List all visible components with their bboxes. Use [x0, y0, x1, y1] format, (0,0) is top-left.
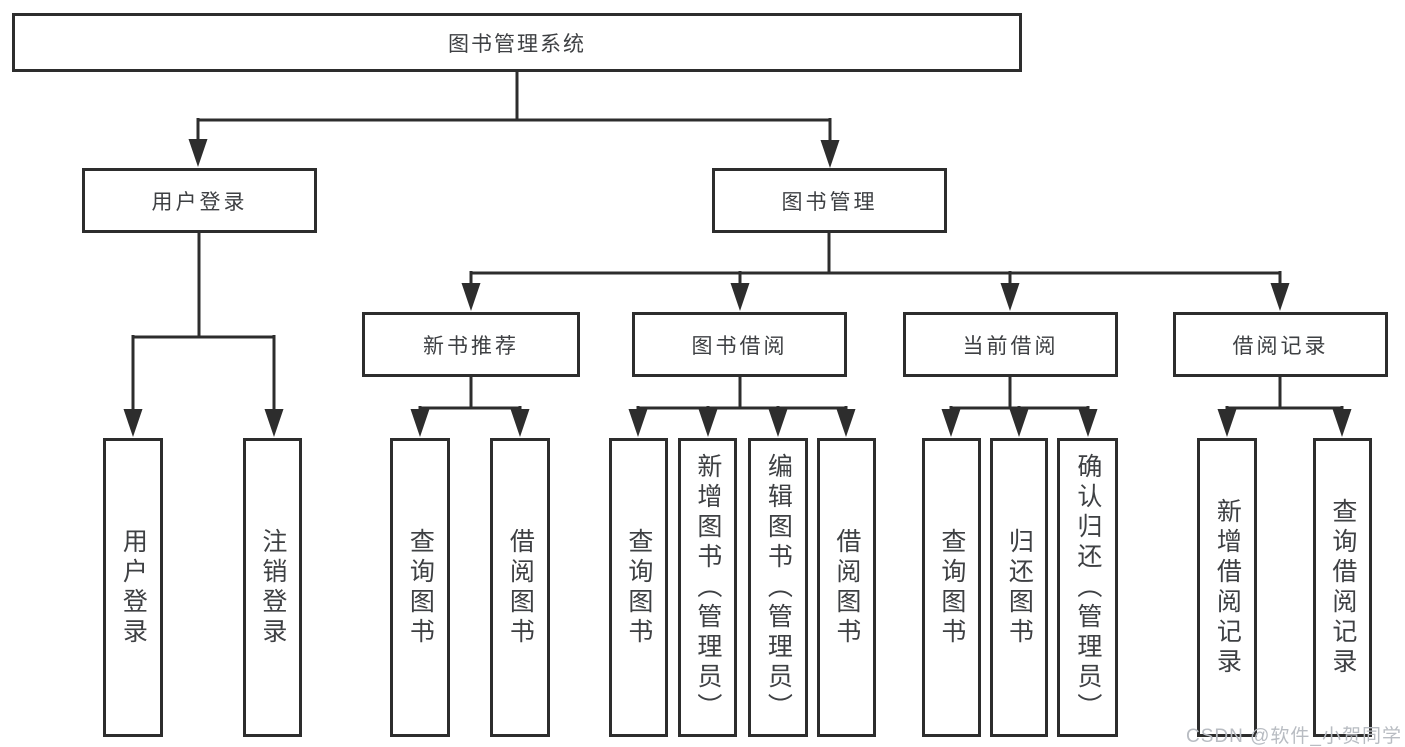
leaf-borrow-query-book: 查询图书 [609, 438, 668, 737]
leaf-current-query-book: 查询图书 [922, 438, 981, 737]
leaf-user-login: 用户登录 [103, 438, 163, 737]
arrowheads [123, 139, 1352, 437]
leaf-recommend-borrow-book: 借阅图书 [490, 438, 550, 737]
node-label: 新书推荐 [423, 334, 519, 358]
node-label: 当前借阅 [962, 334, 1059, 358]
leaf-confirm-return-admin: 确认归还（管理员） [1057, 438, 1118, 737]
node-label: 归还图书 [1005, 527, 1034, 648]
node-label: 新增借阅记录 [1213, 497, 1242, 678]
node-label: 查询借阅记录 [1328, 497, 1357, 678]
node-label: 图书管理 [781, 190, 878, 214]
leaf-query-borrow-record: 查询借阅记录 [1313, 438, 1372, 737]
leaf-edit-book-admin: 编辑图书（管理员） [748, 438, 808, 737]
node-label: 借阅图书 [506, 527, 535, 648]
leaf-recommend-query-book: 查询图书 [390, 438, 450, 737]
node-label: 借阅记录 [1232, 334, 1329, 358]
node-label: 查询图书 [406, 527, 435, 648]
node-label: 借阅图书 [832, 527, 861, 648]
node-label: 编辑图书（管理员） [764, 452, 793, 723]
node-label: 查询图书 [937, 527, 966, 648]
leaf-add-borrow-record: 新增借阅记录 [1197, 438, 1257, 737]
leaf-add-book-admin: 新增图书（管理员） [678, 438, 737, 737]
node-label: 用户登录 [119, 527, 148, 648]
node-user-login: 用户登录 [82, 168, 317, 233]
leaf-borrow-book: 借阅图书 [817, 438, 876, 737]
node-label: 注销登录 [258, 527, 287, 648]
node-label: 图书借阅 [691, 334, 788, 358]
node-label: 用户登录 [151, 190, 248, 214]
node-book-management: 图书管理 [712, 168, 947, 233]
node-current-borrowing: 当前借阅 [903, 312, 1118, 377]
node-label: 图书管理系统 [448, 32, 586, 56]
leaf-logout: 注销登录 [243, 438, 302, 737]
leaf-return-book: 归还图书 [990, 438, 1048, 737]
csdn-watermark: CSDN @软件_小贺同学 [1186, 726, 1402, 747]
node-label: 查询图书 [624, 527, 653, 648]
node-library-management-system: 图书管理系统 [12, 13, 1022, 72]
node-new-book-recommend: 新书推荐 [362, 312, 580, 377]
node-label: 新增图书（管理员） [693, 452, 722, 723]
node-borrowing-records: 借阅记录 [1173, 312, 1388, 377]
node-book-borrowing: 图书借阅 [632, 312, 847, 377]
node-label: 确认归还（管理员） [1073, 452, 1102, 723]
